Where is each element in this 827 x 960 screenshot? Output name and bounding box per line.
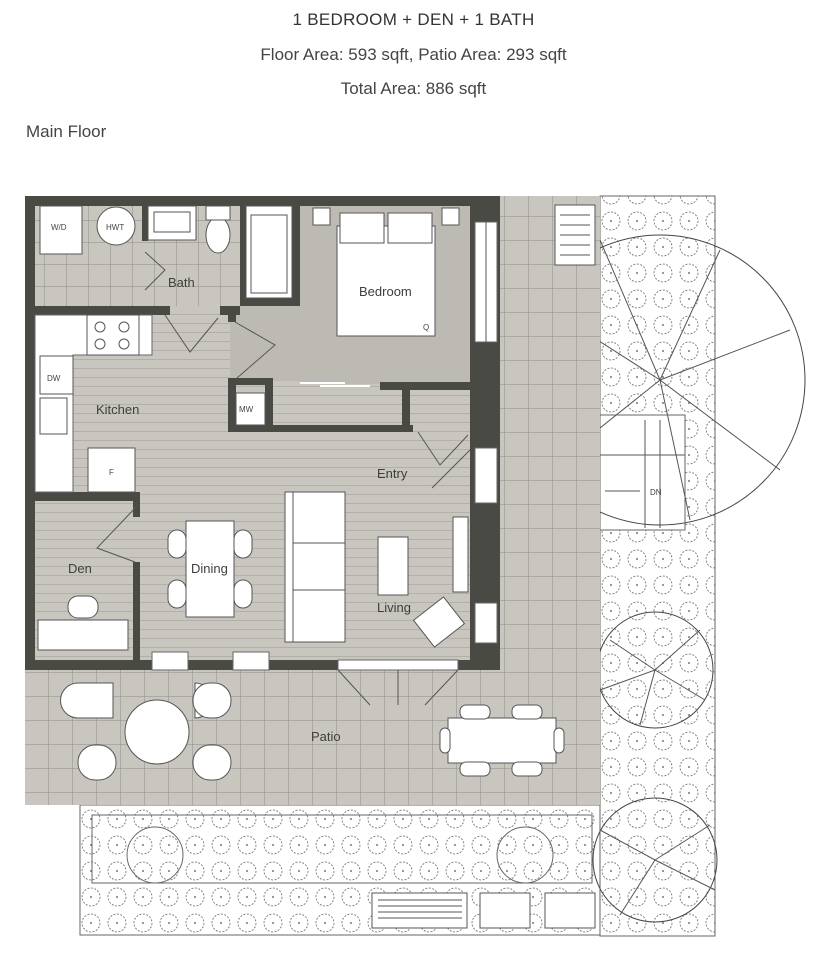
living-fixtures: Living: [284, 491, 469, 648]
fridge: [87, 447, 136, 493]
kitchen-fixtures: DW F MW Kitchen: [34, 314, 266, 493]
room-label-bath: Bath: [168, 275, 195, 290]
hot-water-tank: [96, 206, 136, 246]
floor-label: Main Floor: [26, 122, 107, 141]
cooktop: [86, 314, 140, 356]
bed-size-label: Q: [423, 323, 429, 332]
media-console: [452, 516, 469, 593]
room-label-dining: Dining: [191, 561, 228, 576]
room-label-living: Living: [377, 600, 411, 615]
room-label-bedroom: Bedroom: [359, 284, 412, 299]
washer-dryer-label: W/D: [51, 223, 67, 232]
bottom-planting-bed: [79, 804, 601, 936]
patio-round-table-set: [60, 682, 232, 781]
microwave: [235, 392, 266, 426]
patio-dining-table-set: [439, 704, 565, 777]
windows: [151, 221, 498, 706]
laundry: W/D HWT: [39, 205, 136, 255]
stairs-down-label: DN: [650, 488, 662, 497]
dining-fixtures: Dining: [167, 520, 253, 618]
sofa: [284, 491, 346, 643]
dishwasher-label: DW: [47, 374, 61, 383]
sink: [39, 397, 68, 435]
room-label-entry: Entry: [377, 466, 408, 481]
right-planting-bed: DN: [599, 195, 716, 937]
total-area: Total Area: 886 sqft: [340, 79, 487, 98]
exterior-stairs: DN: [600, 420, 685, 528]
coffee-table: [377, 536, 409, 596]
microwave-label: MW: [239, 405, 254, 414]
desk-chair: [67, 595, 99, 619]
desk: [37, 619, 129, 651]
bathroom-fixtures: Bath: [144, 205, 293, 299]
trees: [126, 234, 806, 923]
patio: Patio: [25, 196, 600, 805]
dining-table: [185, 520, 235, 618]
unit-type-title: 1 BEDROOM + DEN + 1 BATH: [292, 10, 535, 29]
washer-dryer: [39, 205, 83, 255]
den-fixtures: Den: [37, 504, 139, 651]
area-breakdown: Floor Area: 593 sqft, Patio Area: 293 sq…: [260, 45, 567, 64]
armchair: [412, 596, 466, 648]
queen-bed: [336, 225, 436, 337]
room-label-kitchen: Kitchen: [96, 402, 139, 417]
bedroom-fixtures: Q Bedroom: [234, 207, 460, 387]
entry: Entry: [377, 431, 471, 489]
room-label-patio: Patio: [311, 729, 341, 744]
fridge-label: F: [109, 468, 114, 477]
room-label-den: Den: [68, 561, 92, 576]
hot-water-tank-label: HWT: [106, 223, 124, 232]
dishwasher: [39, 355, 74, 395]
